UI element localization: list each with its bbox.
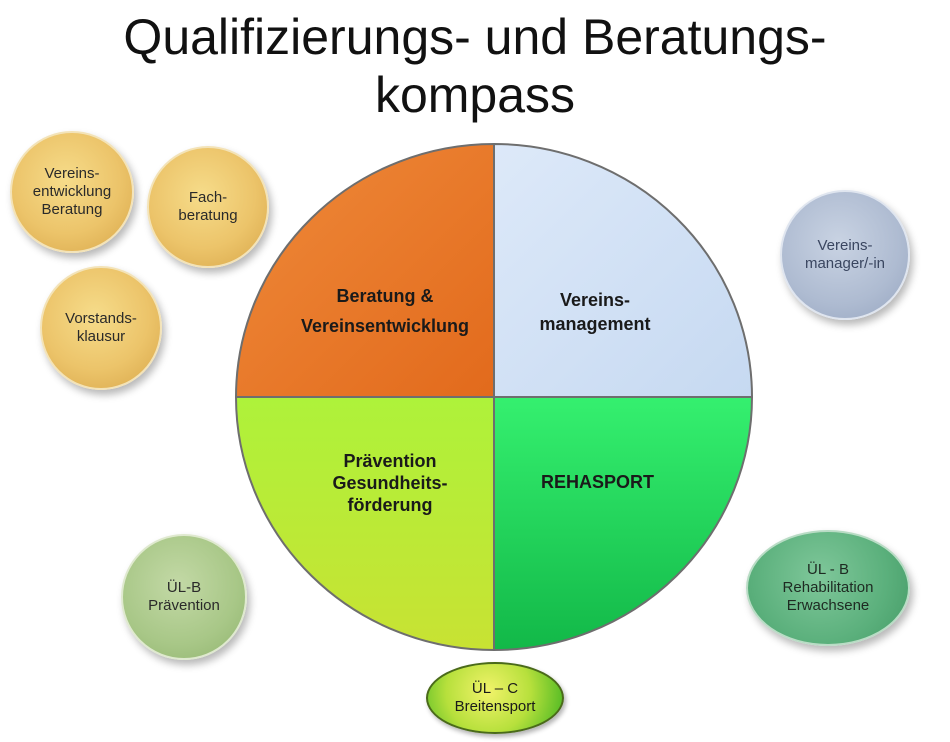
- bubble-label: beratung: [178, 207, 238, 224]
- bubble-vereinsmanager: Vereins- manager/-in: [780, 190, 910, 320]
- quadrant-label-line: Vereins-: [559, 290, 631, 310]
- quadrant-label-beratung: Beratung & Vereinsentwicklung: [285, 284, 485, 338]
- quadrant-top-right: [493, 142, 754, 398]
- bubble-label: Breitensport: [454, 698, 536, 715]
- bubble-label: Vorstands-: [65, 310, 137, 327]
- bubble-label: manager/-in: [804, 255, 886, 272]
- quadrant-top-left: [234, 142, 495, 398]
- bubble-label: entwicklung: [32, 183, 112, 200]
- page-title: Qualifizierungs- und Beratungs- kompass: [0, 8, 950, 124]
- bubble-label: ÜL - B: [807, 561, 849, 578]
- bubble-label: ÜL-B: [166, 579, 202, 596]
- quadrant-label-line: Beratung &: [336, 286, 434, 306]
- bubble-ul-b-praevention: ÜL-B Prävention: [121, 534, 247, 660]
- bubble-vorstandsklausur: Vorstands- klausur: [40, 266, 162, 390]
- bubble-label: Vereins-: [817, 237, 873, 254]
- quadrant-label-line: Gesundheits-: [332, 473, 448, 493]
- bubble-label: klausur: [76, 328, 126, 345]
- bubble-label: Beratung: [41, 201, 103, 218]
- bubble-label: ÜL – C: [471, 680, 519, 697]
- bubble-label: Erwachsene: [786, 597, 870, 614]
- bubble-ul-c: ÜL – C Breitensport: [426, 662, 564, 734]
- quadrant-bottom-left: [234, 396, 495, 652]
- quadrant-bottom-right: [493, 396, 754, 652]
- bubble-label: Fach-: [188, 189, 228, 206]
- quadrant-label-line: förderung: [347, 495, 433, 515]
- quadrant-label-line: Vereinsentwicklung: [300, 316, 470, 336]
- bubble-label: Prävention: [148, 597, 220, 614]
- bubble-label: Rehabilitation: [782, 579, 874, 596]
- bubble-label: Vereins-: [44, 165, 100, 182]
- title-line-2: kompass: [374, 67, 576, 123]
- quadrant-label-praevention: Prävention Gesundheits- förderung: [290, 450, 490, 516]
- quadrant-label-rehasport: REHASPORT: [500, 470, 695, 494]
- quadrant-label-vereinsmanagement: Vereins- management: [500, 288, 690, 336]
- quadrant-label-line: REHASPORT: [540, 472, 654, 492]
- bubble-ul-b-reha: ÜL - B Rehabilitation Erwachsene: [746, 530, 910, 646]
- quadrant-label-line: management: [539, 314, 651, 334]
- bubble-vereinsentwicklung: Vereins- entwicklung Beratung: [10, 131, 134, 253]
- quadrant-label-line: Prävention: [343, 451, 437, 471]
- bubble-fachberatung: Fach- beratung: [147, 146, 269, 268]
- title-line-1: Qualifizierungs- und Beratungs-: [123, 9, 827, 65]
